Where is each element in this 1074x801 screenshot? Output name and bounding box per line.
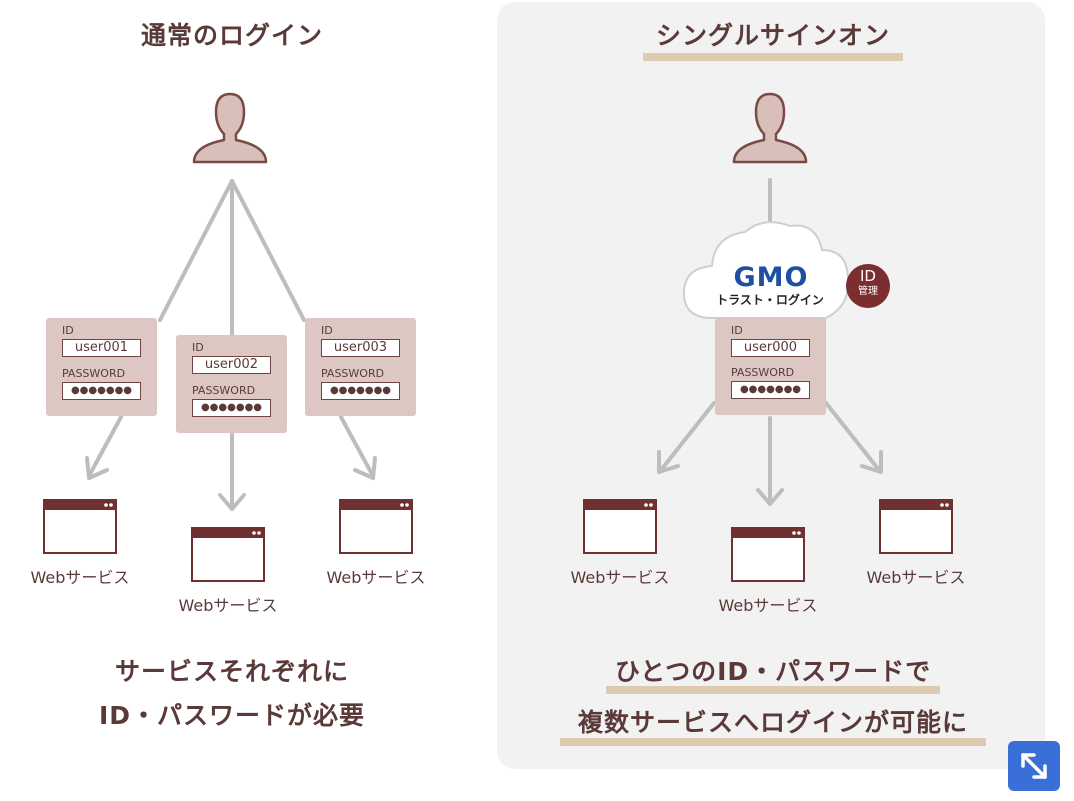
password-field: ●●●●●●● xyxy=(321,382,400,400)
browser-window-icon xyxy=(191,527,265,582)
user-silhouette-icon xyxy=(192,92,268,164)
id-field: user003 xyxy=(321,339,400,357)
left-title: 通常のログイン xyxy=(140,21,323,50)
browser-window-icon xyxy=(339,499,413,554)
password-field: ●●●●●●● xyxy=(62,382,141,400)
id-label: ID xyxy=(321,324,333,337)
id-field: user002 xyxy=(192,356,271,374)
arrowhead xyxy=(860,450,883,474)
password-label: PASSWORD xyxy=(321,367,385,380)
connector-line xyxy=(230,179,306,322)
title-highlight xyxy=(643,53,903,61)
arrow-line xyxy=(87,415,123,478)
gmo-logo: GMO xyxy=(733,262,809,293)
service-label: Webサービス xyxy=(326,568,426,587)
arrow-line xyxy=(659,401,716,472)
service-label: Webサービス xyxy=(178,596,278,615)
right-footer-line2: 複数サービスへログインが可能に xyxy=(577,708,968,737)
service-label: Webサービス xyxy=(718,596,818,615)
expand-icon xyxy=(1021,753,1047,779)
arrowhead xyxy=(85,456,109,480)
credential-card: ID user003 PASSWORD ●●●●●●● xyxy=(305,318,416,416)
password-label: PASSWORD xyxy=(192,384,256,397)
service-label: Webサービス xyxy=(570,568,670,587)
arrowhead xyxy=(657,450,680,474)
browser-window-icon xyxy=(731,527,805,582)
id-label: ID xyxy=(192,341,204,354)
id-label: ID xyxy=(62,324,74,337)
footer-highlight xyxy=(560,738,986,746)
badge-line2: 管理 xyxy=(858,286,878,297)
user-silhouette-icon xyxy=(732,92,808,164)
right-title: シングルサインオン xyxy=(655,21,890,50)
connector-line xyxy=(158,179,234,322)
credential-card: ID user001 PASSWORD ●●●●●●● xyxy=(46,318,157,416)
id-field: user000 xyxy=(731,339,810,357)
arrowhead xyxy=(353,456,377,480)
password-label: PASSWORD xyxy=(731,366,795,379)
expand-button[interactable] xyxy=(1008,741,1060,791)
right-footer-line1: ひとつのID・パスワードで xyxy=(614,657,932,686)
provider-name: トラスト・ログイン xyxy=(716,293,824,307)
service-label: Webサービス xyxy=(30,568,130,587)
id-field: user001 xyxy=(62,339,141,357)
left-footer-line1: サービスそれぞれに xyxy=(114,657,349,686)
password-field: ●●●●●●● xyxy=(731,381,810,399)
id-management-badge: ID 管理 xyxy=(846,264,890,308)
arrowhead xyxy=(756,488,784,506)
arrow-line xyxy=(824,401,881,472)
browser-window-icon xyxy=(879,499,953,554)
left-footer-line2: ID・パスワードが必要 xyxy=(98,701,366,730)
browser-window-icon xyxy=(43,499,117,554)
arrow-line xyxy=(339,415,375,478)
arrowhead xyxy=(218,493,246,511)
badge-line1: ID xyxy=(860,267,876,285)
browser-window-icon xyxy=(583,499,657,554)
service-label: Webサービス xyxy=(866,568,966,587)
id-label: ID xyxy=(731,324,743,337)
credential-card: ID user000 PASSWORD ●●●●●●● xyxy=(715,318,826,415)
footer-highlight xyxy=(606,686,940,694)
password-label: PASSWORD xyxy=(62,367,126,380)
password-field: ●●●●●●● xyxy=(192,399,271,417)
credential-card: ID user002 PASSWORD ●●●●●●● xyxy=(176,335,287,433)
